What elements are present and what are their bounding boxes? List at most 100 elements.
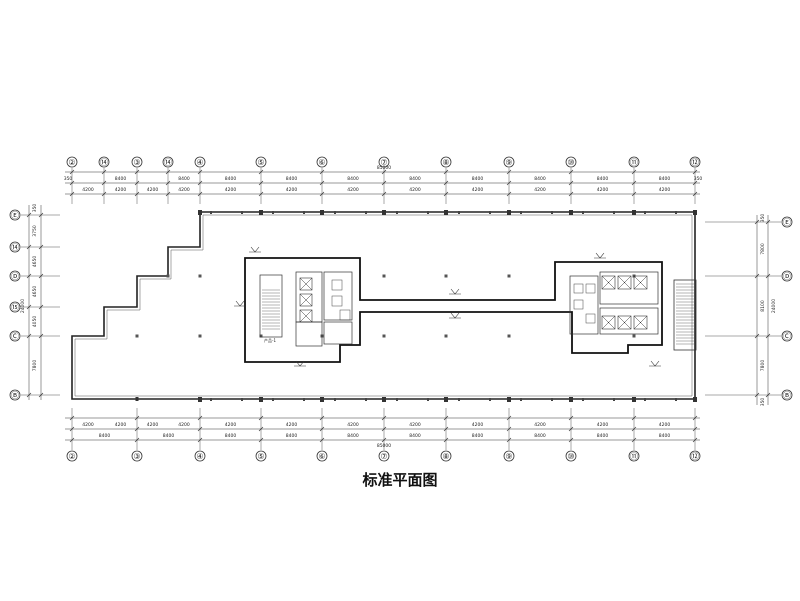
dim-tick — [258, 426, 264, 432]
top-axis-bubble-circle — [98, 156, 110, 168]
window-mark — [396, 211, 398, 214]
column-top — [507, 210, 511, 215]
dim-tick — [26, 212, 32, 218]
left-axis-bubble-circle — [9, 301, 21, 313]
column-top — [444, 210, 448, 215]
window-mark — [334, 398, 336, 401]
interior-column — [507, 274, 511, 278]
bottom-axis-bubble: ⑪ — [630, 452, 638, 461]
top-dim-4200: 4200 — [286, 187, 298, 193]
dim-tick — [754, 273, 760, 279]
window-mark — [551, 211, 553, 214]
dim-tick — [381, 437, 387, 443]
top-dim-4200: 4200 — [534, 187, 546, 193]
left-dim: 7800 — [32, 360, 38, 372]
building-outline — [71, 211, 696, 400]
window-mark — [458, 398, 460, 401]
top-dim-8400: 8400 — [225, 176, 237, 182]
bottom-dim-8400: 8400 — [597, 433, 609, 439]
dim-tick — [506, 191, 512, 197]
dim-tick — [101, 191, 107, 197]
dim-tick — [443, 437, 449, 443]
top-small-dim-right: 350 — [694, 176, 703, 182]
dim-tick — [631, 426, 637, 432]
dim-tick — [568, 180, 574, 186]
bottom-axis-bubble: ③ — [133, 452, 140, 461]
top-axis-bubble: ⑪ — [630, 158, 638, 167]
dim-tick — [197, 426, 203, 432]
right-stair-tower — [673, 279, 697, 351]
dim-tick — [568, 415, 574, 421]
dim-tick — [165, 169, 171, 175]
bottom-axis-bubble-circle — [689, 450, 701, 462]
dim-tick — [134, 426, 140, 432]
dim-tick — [134, 191, 140, 197]
dim-tick — [197, 180, 203, 186]
bottom-dim-4200: 4200 — [659, 422, 671, 428]
dim-tick — [319, 180, 325, 186]
window-mark — [458, 211, 460, 214]
bottom-axis-bubble: ⑤ — [257, 452, 264, 461]
column-bottom — [198, 397, 202, 401]
elevator-shaft — [601, 315, 616, 330]
dim-tick — [381, 169, 387, 175]
right-axis-bubble-circle — [781, 216, 793, 228]
right-axis-bubble: Ⓔ — [783, 218, 791, 227]
top-dim-4200: 4200 — [147, 187, 159, 193]
window-mark — [675, 398, 677, 401]
column-bottom — [320, 397, 324, 401]
interior-column — [444, 274, 448, 278]
top-axis-bubble-circle — [440, 156, 452, 168]
right-total-dim: 24000 — [771, 299, 777, 313]
dim-tick — [754, 219, 760, 225]
dim-tick — [692, 437, 698, 443]
dim-tick — [443, 169, 449, 175]
column-bottom — [569, 397, 573, 401]
dim-tick — [319, 169, 325, 175]
dim-tick — [443, 415, 449, 421]
elevator-x — [601, 315, 616, 330]
window-mark — [396, 398, 398, 401]
interior-column — [198, 274, 202, 278]
dim-tick — [631, 415, 637, 421]
bottom-axis-bubble-circle — [316, 450, 328, 462]
door-symbol — [249, 246, 261, 253]
elevator-x — [617, 275, 632, 290]
dim-tick — [26, 273, 32, 279]
bottom-axis-bubble-circle — [66, 450, 78, 462]
right-dim: 7800 — [760, 243, 766, 255]
window-mark — [427, 211, 429, 214]
dim-tick — [101, 180, 107, 186]
dim-tick — [506, 415, 512, 421]
top-dim-8400: 8400 — [534, 176, 546, 182]
top-dim-4200: 4200 — [659, 187, 671, 193]
dim-tick — [506, 437, 512, 443]
window-mark — [644, 398, 646, 401]
elevator-x — [299, 309, 313, 323]
dim-tick — [165, 180, 171, 186]
elevator-x — [299, 277, 313, 291]
dim-tick — [26, 244, 32, 250]
elevator-x — [633, 275, 648, 290]
window-mark — [582, 398, 584, 401]
dim-tick — [506, 180, 512, 186]
bottom-dim-4200: 4200 — [472, 422, 484, 428]
dim-tick — [38, 333, 44, 339]
core-room — [569, 275, 599, 335]
dim-tick — [197, 191, 203, 197]
left-axis-bubble-circle — [9, 209, 21, 221]
core-room — [599, 271, 659, 305]
restroom-fixture — [585, 283, 596, 294]
column-top — [320, 210, 324, 215]
column-bottom — [135, 397, 139, 401]
dim-tick — [568, 426, 574, 432]
dim-tick — [258, 191, 264, 197]
dim-tick — [258, 169, 264, 175]
dim-tick — [69, 426, 75, 432]
dim-tick — [26, 392, 32, 398]
left-axis-bubble-circle — [9, 270, 21, 282]
top-dim-8400: 8400 — [178, 176, 190, 182]
building-inner-outline — [74, 214, 693, 397]
bottom-dim-8400: 8400 — [225, 433, 237, 439]
bottom-dim-8400: 8400 — [99, 433, 111, 439]
